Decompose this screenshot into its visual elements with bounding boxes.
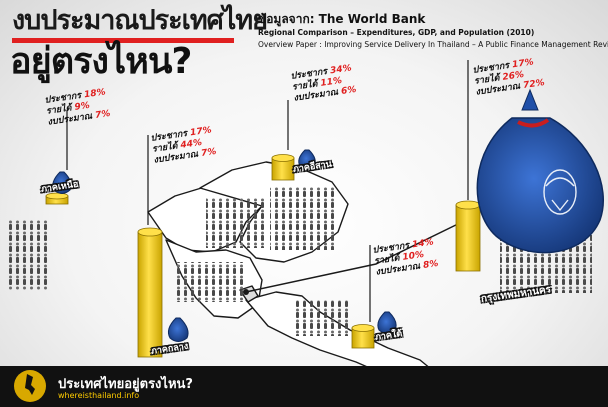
bangkok-pointer	[245, 221, 463, 293]
garuda-emblem-icon	[543, 169, 577, 215]
source-line2: Overview Paper : Improving Service Deliv…	[258, 40, 608, 49]
coin-stack-icon	[45, 154, 481, 358]
thailand-map-logo-icon	[14, 370, 46, 402]
footer-bar	[0, 366, 608, 407]
money-bag-icon	[52, 88, 604, 342]
source-heading: ข้อมูลจาก: The World Bank	[258, 12, 426, 26]
source-line1: Regional Comparison – Expenditures, GDP,…	[258, 28, 535, 37]
footer-title: ประเทศไทยอยู่ตรงไหน?	[58, 377, 193, 392]
title-underline	[12, 38, 234, 43]
title-line1: งบประมาณประเทศไทย	[12, 5, 268, 36]
title-line2: อยู่ตรงไหน?	[10, 41, 192, 82]
footer-url[interactable]: whereisthailand.info	[58, 391, 140, 400]
